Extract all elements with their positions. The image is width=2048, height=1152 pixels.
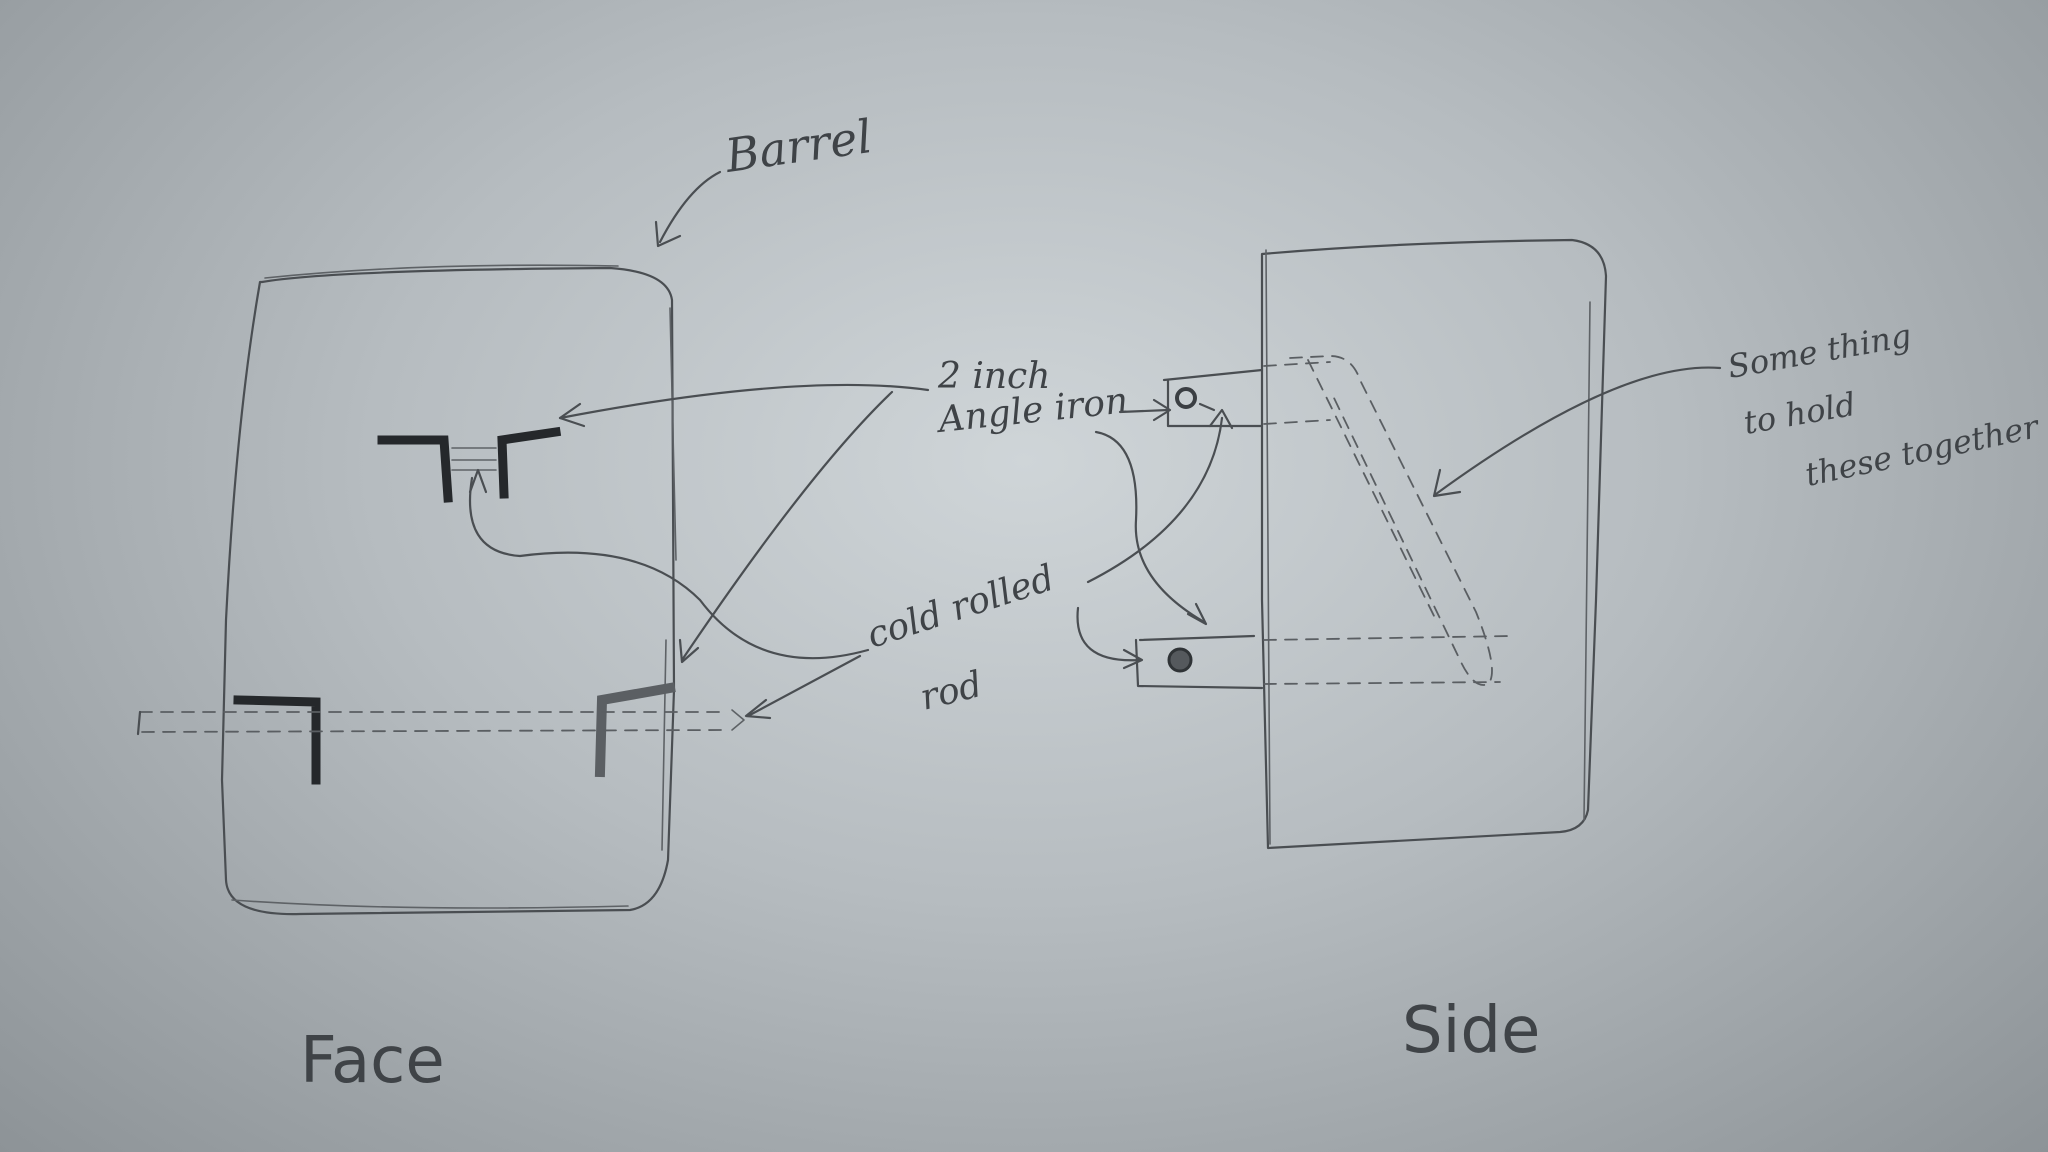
side-barrel-outline-retrace bbox=[1265, 249, 1591, 845]
side-barrel-outline bbox=[1260, 238, 1608, 850]
side-upper-dashes bbox=[1263, 361, 1331, 425]
hold-arrow-line bbox=[1434, 366, 1722, 496]
face-rod-end-arrow bbox=[731, 709, 745, 731]
angle-iron-label-line1: 2 inch bbox=[937, 356, 1050, 397]
face-barrel-outline-retrace bbox=[231, 264, 677, 909]
side-diagonal-brace bbox=[1289, 355, 1493, 686]
angle-iron-arrow-to-side-upper bbox=[1118, 408, 1170, 414]
lower-left-angle-iron bbox=[233, 695, 321, 785]
rod-arrow-to-side-lower bbox=[1076, 606, 1142, 662]
side-diagonal-brace-inner bbox=[1307, 359, 1437, 621]
rod-arrowhead-lower bbox=[744, 698, 772, 720]
rod-callout: cold rolled rod bbox=[468, 408, 1234, 720]
side-upper-bracket bbox=[1162, 368, 1264, 428]
side-lower-bracket bbox=[1134, 634, 1264, 690]
angle-iron-arrowhead-side-upper bbox=[1152, 398, 1172, 422]
upper-left-angle-iron bbox=[377, 435, 453, 503]
side-view bbox=[1134, 238, 1608, 850]
side-upper-rod bbox=[1175, 387, 1197, 409]
rod-label-line1: cold rolled bbox=[862, 558, 1059, 657]
face-rod-bottom-line bbox=[141, 729, 727, 733]
angle-iron-arrow-to-side-lower bbox=[1094, 430, 1206, 624]
rod-arrow-to-lower bbox=[746, 654, 862, 718]
side-lower-dashes bbox=[1263, 635, 1513, 685]
barrel-leader-line bbox=[658, 170, 722, 244]
rod-arrowhead-side-upper bbox=[1208, 408, 1234, 430]
rod-label-line2: rod bbox=[916, 664, 986, 719]
upper-irons-dashes bbox=[451, 447, 497, 471]
barrel-label: Barrel bbox=[721, 109, 875, 183]
rod-arrow-to-side-upper bbox=[1086, 416, 1224, 584]
rod-arrow-to-upper bbox=[468, 476, 870, 660]
hold-label-line2: to hold bbox=[1741, 385, 1859, 442]
face-rod-end bbox=[136, 710, 142, 736]
side-upper-rod-tick bbox=[1198, 402, 1216, 412]
hold-label-line1: Some thing bbox=[1725, 316, 1914, 386]
face-view bbox=[136, 264, 745, 916]
rod-arrowhead-side-lower bbox=[1122, 648, 1144, 670]
upper-arrow-head bbox=[468, 468, 488, 494]
side-lower-rod bbox=[1167, 647, 1193, 673]
angle-iron-arrowhead-lower bbox=[678, 638, 700, 664]
side-view-title: Side bbox=[1402, 994, 1540, 1068]
hold-callout: Some thing to hold these together bbox=[1432, 316, 2043, 498]
angle-iron-arrow-to-upper bbox=[558, 383, 930, 420]
face-barrel-outline bbox=[220, 266, 676, 916]
lower-right-angle-iron bbox=[594, 682, 676, 778]
barrel-leader-arrowhead bbox=[654, 220, 682, 248]
angle-iron-arrowhead-side-lower bbox=[1186, 602, 1208, 626]
barrel-callout: Barrel bbox=[654, 109, 875, 248]
hold-arrowhead bbox=[1432, 468, 1462, 498]
angle-iron-arrowhead-upper bbox=[558, 402, 586, 428]
upper-right-angle-iron bbox=[497, 426, 562, 499]
angle-iron-arrow-to-lower bbox=[680, 390, 894, 662]
face-view-title: Face bbox=[300, 1024, 445, 1098]
angle-iron-callout: 2 inch Angle iron bbox=[558, 356, 1208, 664]
